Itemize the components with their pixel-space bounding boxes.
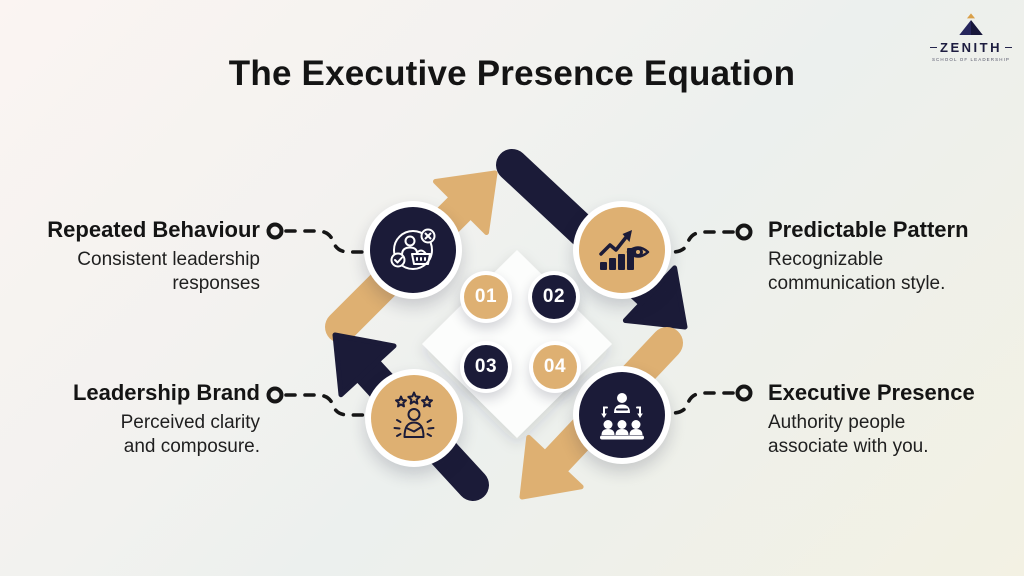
desc-line: communication style.	[768, 273, 946, 294]
desc-line: responses	[172, 273, 260, 294]
desc-line: Recognizable	[768, 249, 884, 270]
desc-line: Authority people	[768, 412, 906, 433]
step-badge-circle: 01	[464, 275, 508, 319]
person-basket-check-x-icon	[390, 228, 436, 270]
step-number: 04	[543, 356, 567, 377]
node-description: Perceived clarity and composure.	[12, 411, 260, 459]
node-leadership-brand: Leadership Brand Perceived clarity and c…	[12, 380, 260, 459]
logo-tagline: SCHOOL OF LEADERSHIP	[931, 57, 1011, 62]
icon-circle-executive-presence	[573, 366, 671, 464]
logo-rule-left	[930, 47, 938, 48]
logo-name: ZENITH	[940, 40, 1002, 55]
node-title: Repeated Behaviour	[47, 217, 260, 242]
connector-bottom-left	[284, 393, 370, 417]
step-number: 02	[542, 286, 566, 307]
icon-circle-repeated-behaviour	[364, 201, 462, 299]
logo-name-row: ZENITH	[930, 40, 1013, 55]
node-description: Authority people associate with you.	[768, 411, 1016, 459]
trend-chart-eye-icon	[599, 230, 650, 270]
step-badge-circle: 04	[533, 345, 577, 389]
zenith-logo: ZENITH SCHOOL OF LEADERSHIP	[930, 13, 1013, 62]
icon-circle-leadership-brand	[365, 369, 463, 467]
icon-circle-inner	[371, 375, 457, 461]
connector-ring-top-left	[266, 222, 284, 240]
step-badge-03: 03	[460, 341, 512, 393]
zenith-mountain-icon	[959, 13, 983, 35]
icon-circle-inner	[370, 207, 456, 293]
icon-circle-inner	[579, 207, 665, 293]
node-repeated-behaviour: Repeated Behaviour Consistent leadership…	[12, 217, 260, 296]
icon-circle-inner	[579, 372, 665, 458]
confident-person-stars-icon	[393, 391, 435, 438]
connector-ring-bottom-left	[266, 386, 284, 404]
step-number: 01	[474, 286, 498, 307]
desc-line: associate with you.	[768, 436, 929, 457]
connector-ring-top-right	[735, 223, 753, 241]
icon-circle-predictable-pattern	[573, 201, 671, 299]
step-badge-04: 04	[529, 341, 581, 393]
desc-line: Perceived clarity	[120, 412, 260, 433]
leader-team-icon	[600, 393, 644, 440]
node-executive-presence: Executive Presence Authority people asso…	[768, 380, 1016, 459]
desc-line: and composure.	[123, 436, 260, 457]
step-badge-circle: 02	[532, 275, 576, 319]
connector-top-left	[284, 229, 368, 254]
connector-ring-bottom-right	[735, 384, 753, 402]
page-title: The Executive Presence Equation	[228, 54, 796, 93]
node-title: Executive Presence	[768, 380, 975, 405]
node-description: Consistent leadership responses	[12, 248, 260, 296]
step-badge-circle: 03	[464, 345, 508, 389]
logo-rule-right	[1004, 47, 1013, 48]
step-badge-02: 02	[528, 271, 580, 323]
node-title: Predictable Pattern	[768, 217, 969, 242]
connector-bottom-right	[666, 391, 735, 415]
node-title: Leadership Brand	[72, 380, 260, 405]
connector-top-right	[664, 230, 735, 254]
desc-line: Consistent leadership	[77, 249, 260, 270]
step-number: 03	[474, 356, 498, 377]
step-badge-01: 01	[460, 271, 512, 323]
node-description: Recognizable communication style.	[768, 248, 1016, 296]
node-predictable-pattern: Predictable Pattern Recognizable communi…	[768, 217, 1016, 296]
